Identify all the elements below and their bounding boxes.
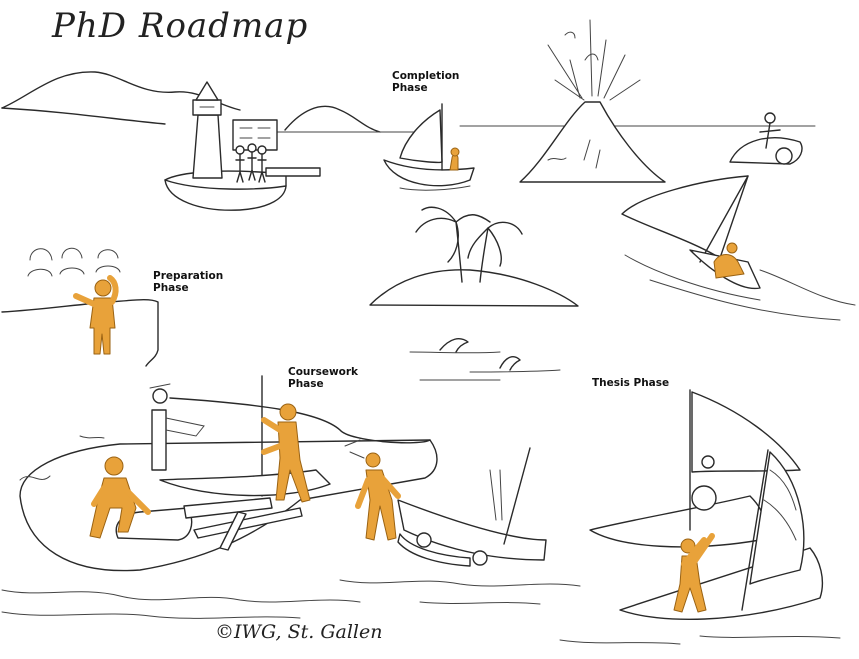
completion-boat — [383, 103, 475, 191]
sharks — [409, 338, 561, 381]
completion-phase-label: Completion Phase — [392, 70, 460, 94]
copyright-notice: ©IWG, St. Gallen — [215, 621, 383, 643]
sinking-boat — [621, 175, 856, 321]
thesis-boats — [589, 389, 824, 621]
preparation-scene — [1, 247, 159, 367]
preparation-phase-label: Preparation Phase — [153, 270, 224, 294]
coursework-phase-label: Coursework Phase — [288, 366, 359, 390]
waves — [1, 435, 841, 645]
coursework-scene — [19, 375, 438, 572]
volcano-island — [519, 19, 666, 183]
page-title: PhD Roadmap — [52, 6, 309, 46]
thesis-phase-label: Thesis Phase — [592, 377, 670, 389]
lighthouse-island — [164, 81, 321, 211]
slipway-boat — [344, 439, 547, 567]
palm-island — [369, 206, 579, 307]
siren-on-rock — [729, 112, 803, 165]
